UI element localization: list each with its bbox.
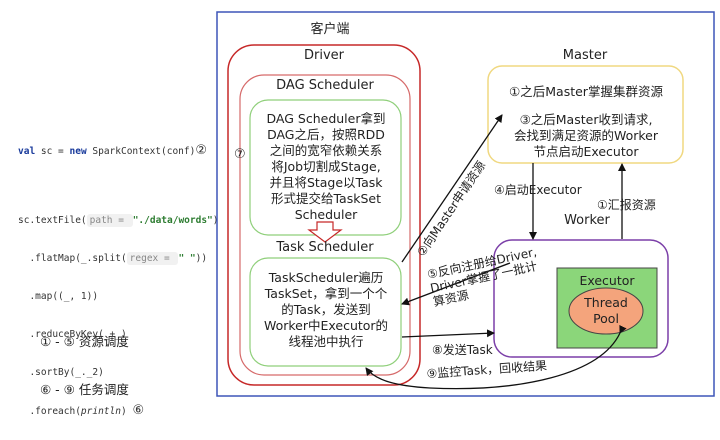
worker-title: Worker — [564, 213, 610, 228]
step7-label: ⑦ — [234, 147, 246, 162]
task-scheduler-box — [249, 257, 402, 367]
master-title: Master — [562, 48, 608, 63]
dag-to-task-arrow — [307, 221, 343, 243]
arrow-step2 — [401, 114, 503, 263]
code-line-1: val sc = new SparkContext(conf)② — [18, 143, 207, 158]
step8-label: ⑧发送Task — [432, 343, 493, 357]
master-box — [487, 65, 684, 164]
code-line-5: .reduceByKey(_+_) — [18, 329, 127, 340]
dag-scheduler-frame — [239, 74, 411, 376]
client-box — [216, 11, 715, 397]
driver-title: Driver — [303, 48, 344, 63]
executor-title: Executor — [579, 273, 635, 288]
arrow-step5 — [401, 262, 511, 306]
client-title: 客户端 — [310, 22, 350, 37]
step1-label: ①汇报资源 — [597, 198, 656, 212]
dag-scheduler-title: DAG Scheduler — [276, 78, 374, 93]
step4-label: ④启动Executor — [494, 183, 582, 197]
code-line-4: .map((_, 1)) — [18, 291, 99, 302]
legend: ① - ⑤ 资源调度 ⑥ - ⑨ 任务调度 — [40, 302, 129, 414]
legend-resource-scheduling: ① - ⑤ 资源调度 — [40, 334, 129, 349]
arrow-step9 — [365, 324, 627, 390]
dag-scheduler-text: DAG Scheduler拿到 DAG之后，按照RDD 之间的宽窄依赖关系 将J… — [266, 111, 386, 222]
arrow-step8 — [401, 329, 495, 338]
task-scheduler-text: TaskScheduler遍历 TaskSet，拿到一个个 的Task，发送到 … — [263, 270, 389, 349]
legend-task-scheduling: ⑥ - ⑨ 任务调度 — [40, 382, 129, 397]
master-text-2: ③之后Master收到请求, 会找到满足资源的Worker 节点启动Execut… — [513, 112, 659, 159]
driver-box — [227, 44, 421, 386]
code-line-6: .sortBy(_._2) — [18, 367, 104, 378]
code-line-2: sc.textFile(path = "./data/words") — [18, 214, 219, 227]
diagram-canvas — [216, 11, 715, 397]
code-line-3: .flatMap(_.split(regex = " ")) — [18, 252, 208, 265]
master-text-1: ①之后Master掌握集群资源 — [509, 84, 663, 99]
task-scheduler-title: Task Scheduler — [276, 240, 374, 255]
thread-pool-label: Thread Pool — [584, 295, 628, 326]
